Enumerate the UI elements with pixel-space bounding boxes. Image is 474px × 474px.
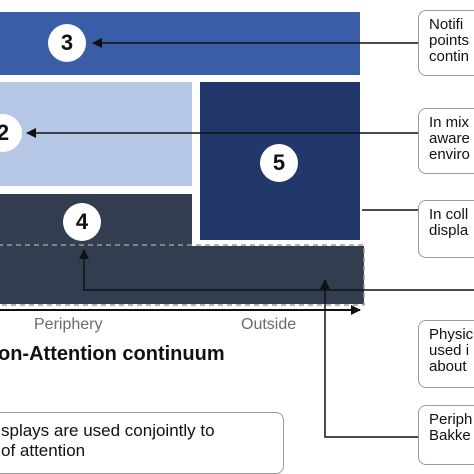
callout-line: points — [429, 32, 470, 49]
callout-line: displa — [429, 222, 469, 239]
zone-5-number: 5 — [260, 144, 298, 182]
zone-4-extension — [0, 246, 364, 304]
callout-line: contin — [429, 48, 470, 65]
callout-line: Periph — [429, 411, 473, 428]
callout-peripheral: Periph Bakke — [418, 405, 474, 465]
continuum-title: on-Attention continuum — [0, 343, 225, 365]
callout-line: Physic — [429, 326, 474, 343]
caption-line: of attention — [1, 441, 86, 460]
callout-line: In mix — [429, 114, 470, 131]
zone-4-number: 4 — [63, 203, 101, 241]
callout-notification: Notifi points contin — [418, 10, 474, 76]
callout-collaborative-display: In coll displa — [418, 200, 474, 258]
callout-line: about — [429, 358, 467, 375]
caption-line: splays are used conjointly to — [1, 421, 215, 440]
caption-box: splays are used conjointly to of attenti… — [0, 412, 284, 474]
callout-line: Bakke — [429, 427, 471, 444]
arrow-to-periphery-band — [320, 279, 418, 438]
arrow-to-zone-4 — [79, 249, 474, 291]
callout-line: Notifi — [429, 16, 464, 33]
zone-3-number: 3 — [48, 24, 86, 62]
callout-line: aware — [429, 130, 470, 147]
callout-line: enviro — [429, 146, 470, 163]
periphery-dashed-region — [0, 244, 365, 306]
axis-label-outside: Outside — [241, 316, 297, 333]
callout-line: used i — [429, 342, 470, 359]
callout-mixed-environment: In mix aware enviro — [418, 108, 474, 174]
zone-2-number: 2 — [0, 114, 22, 152]
callout-physical: Physic used i about — [418, 320, 474, 388]
callout-line: In coll — [429, 206, 469, 223]
axis-label-periphery: Periphery — [34, 316, 103, 333]
